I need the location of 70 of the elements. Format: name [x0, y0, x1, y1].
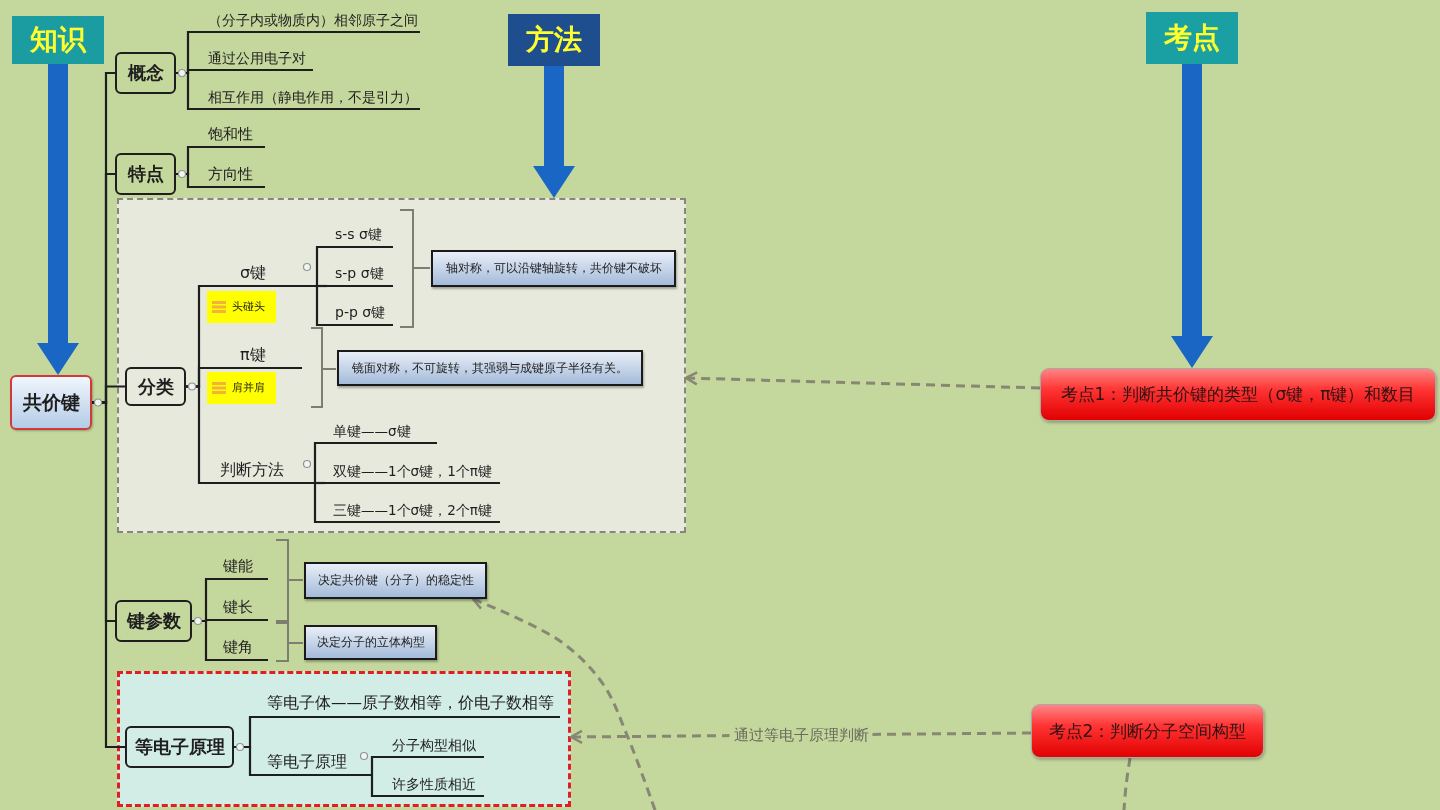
branch-line	[370, 773, 382, 798]
topic-text: p-p σ键	[335, 304, 386, 321]
edge-label: 通过等电子原理判断	[729, 726, 873, 744]
note-box	[337, 350, 643, 386]
topic-text: 方向性	[208, 165, 253, 183]
root-topic-box	[10, 375, 92, 430]
topic-text: 等电子原理	[134, 736, 225, 758]
branch-line	[314, 245, 327, 288]
branch-line	[370, 755, 382, 777]
dashed-group-frame	[117, 198, 686, 533]
topic-text: 相互作用（静电作用，不是引力）	[208, 88, 418, 105]
topic-text: 分类	[137, 375, 174, 398]
exam-point-text: 考点1：判断共价键的类型（σ键，π键）和数目	[1060, 384, 1416, 405]
dashed-group-frame	[117, 671, 571, 807]
exam-point-text: 考点2：判断分子空间构型	[1048, 720, 1247, 742]
topic-text: 概念	[127, 62, 164, 84]
topic-text: 等电子原理	[267, 751, 347, 771]
topic-text: 等电子体——原子数相等，价电子数相等	[267, 694, 554, 713]
topic-text: 特点	[127, 163, 164, 185]
topic-text: π键	[240, 344, 266, 364]
note-text: 镜面对称，不可旋转，其强弱与成键原子半径有关。	[352, 360, 628, 376]
topic-text: 通过公用电子对	[208, 49, 306, 66]
highlight-tag	[207, 372, 276, 404]
topic-text: 双键——1个σ键，1个π键	[333, 462, 492, 479]
highlight-tag	[207, 291, 276, 323]
branch-line	[92, 401, 125, 749]
topic-text: s-s σ键	[335, 226, 382, 243]
note-text: 决定共价键（分子）的稳定性	[317, 573, 474, 588]
topic-box	[125, 367, 186, 406]
topic-text: 分子构型相似	[392, 736, 476, 753]
exam-point-box	[1031, 704, 1264, 758]
topic-text: 键长	[223, 598, 253, 616]
branch-line	[313, 441, 325, 485]
exam-point-box	[1040, 368, 1436, 421]
dashed-line	[1122, 757, 1132, 810]
topic-box	[125, 726, 234, 768]
branch-line	[186, 385, 209, 485]
branch-line	[313, 481, 325, 524]
topic-text: 键能	[223, 557, 253, 575]
down-arrow	[533, 66, 575, 198]
topic-text: 许多性质相近	[392, 775, 476, 792]
heading-text: 考点	[1164, 21, 1220, 55]
topic-box	[115, 153, 176, 195]
heading-text: 知识	[30, 23, 86, 57]
tag-text: 头碰头	[232, 300, 265, 314]
topic-text: 单键——σ键	[333, 422, 411, 439]
topic-text: 三键——1个σ键，2个π键	[333, 501, 492, 518]
heading-panel	[1146, 12, 1238, 64]
down-arrow	[1171, 64, 1213, 368]
topic-text: 共价键	[22, 391, 80, 414]
note-box	[431, 250, 676, 287]
branch-line	[314, 284, 327, 327]
tag-text: 肩并肩	[232, 381, 265, 395]
note-box	[304, 562, 487, 599]
topic-text: 饱和性	[208, 125, 253, 143]
topic-box	[115, 52, 176, 94]
heading-panel	[508, 14, 600, 66]
down-arrow	[37, 64, 79, 375]
topic-text: 键参数	[126, 610, 181, 632]
note-text: 决定分子的立体构型	[316, 635, 425, 650]
topic-text: s-p σ键	[335, 265, 384, 282]
heading-text: 方法	[526, 23, 582, 57]
topic-box	[115, 600, 192, 642]
topic-text: σ键	[240, 262, 267, 282]
heading-panel	[12, 16, 104, 64]
topic-text: 判断方法	[220, 459, 284, 479]
topic-text: （分子内或物质内）相邻原子之间	[208, 11, 418, 28]
note-box	[304, 625, 437, 660]
topic-text: 键角	[223, 638, 253, 656]
note-text: 轴对称，可以沿键轴旋转，共价键不破坏	[445, 261, 662, 276]
